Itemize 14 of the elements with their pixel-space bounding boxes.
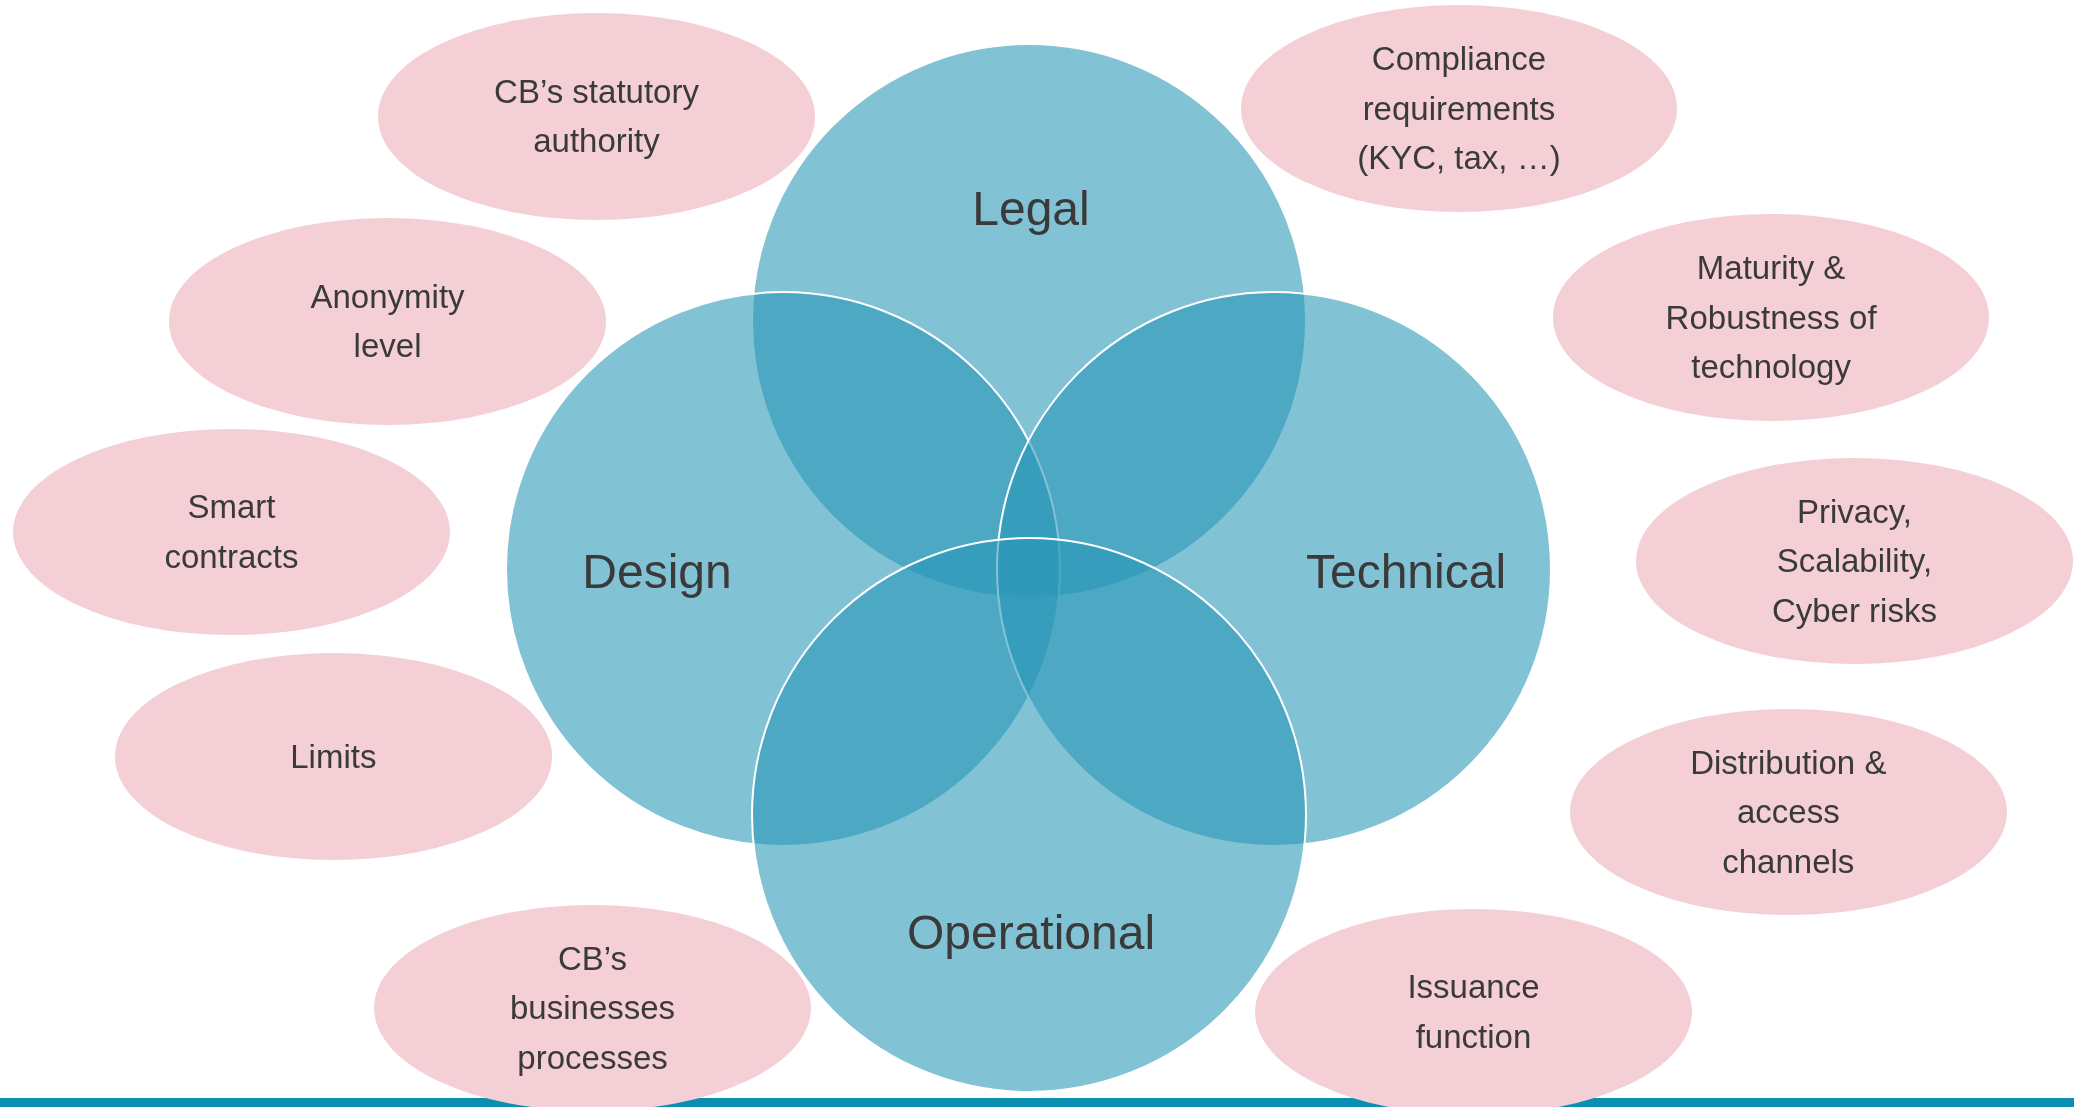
ellipse-label: CB’s statutory authority (493, 71, 700, 162)
ellipse-label: Maturity & Robustness of technology (1664, 248, 1878, 388)
ellipse-label: Privacy, Scalability, Cyber risks (1770, 491, 1938, 631)
circle-label: Technical (1305, 543, 1507, 599)
circle-label: Operational (906, 904, 1156, 960)
ellipse-label: Issuance function (1406, 967, 1541, 1057)
ellipse-label: CB’s businesses processes (509, 938, 677, 1078)
ellipse-label: Distribution & access channels (1689, 742, 1888, 882)
ellipse-label: Limits (290, 736, 377, 777)
circle-label: Legal (972, 180, 1090, 236)
ellipse-label: Compliance requirements (KYC, tax, …) (1356, 39, 1562, 179)
ellipse-label: Smart contracts (163, 487, 300, 577)
circle-label: Design (582, 543, 732, 599)
ellipse-label: Anonymity level (309, 276, 466, 367)
